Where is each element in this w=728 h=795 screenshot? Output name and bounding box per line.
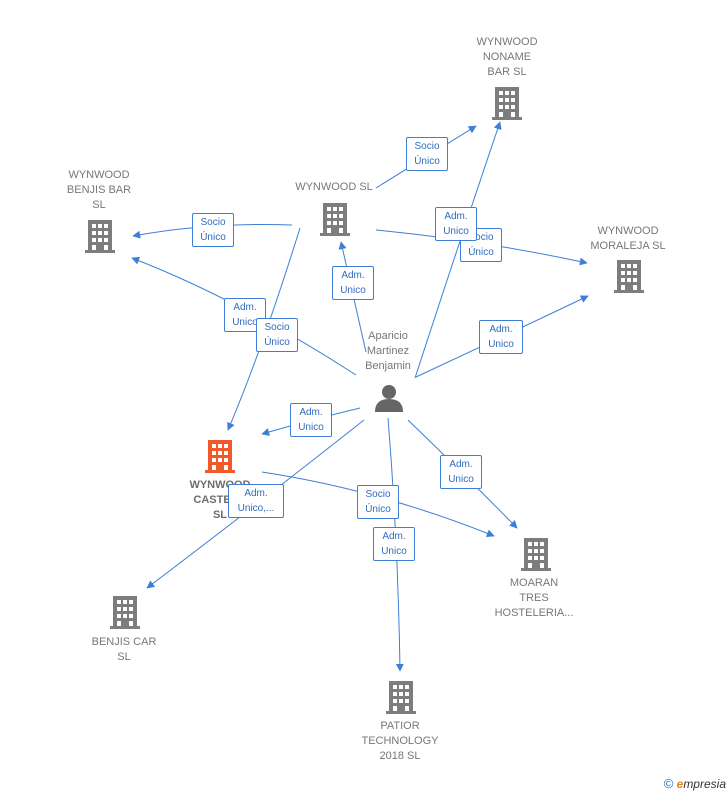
node-label-moaran[interactable]: MOARAN TRES HOSTELERIA... bbox=[494, 577, 574, 619]
building-icon-focus[interactable] bbox=[205, 440, 235, 473]
footer-brand[interactable]: © empresia bbox=[664, 776, 726, 791]
node-label-wynwood-noname-bar[interactable]: WYNWOOD NONAME BAR SL bbox=[476, 36, 538, 78]
building-icon[interactable] bbox=[521, 538, 551, 571]
edge-label-adm-unico-etc[interactable]: Adm.Unico,... bbox=[228, 484, 284, 518]
building-icon[interactable] bbox=[85, 220, 115, 253]
node-label-patior[interactable]: PATIOR TECHNOLOGY 2018 SL bbox=[361, 720, 439, 762]
edge-label-adm-unico[interactable]: Adm.Unico bbox=[479, 320, 523, 354]
node-icons bbox=[85, 87, 644, 714]
brand-logo-initial: e bbox=[676, 777, 684, 791]
node-label-wynwood-benjis-bar[interactable]: WYNWOOD BENJIS BAR SL bbox=[66, 169, 132, 211]
building-icon[interactable] bbox=[614, 260, 644, 293]
edge-label-adm-unico[interactable]: Adm.Unico bbox=[440, 455, 482, 489]
brand-logo-text: mpresia bbox=[683, 777, 726, 791]
building-icon[interactable] bbox=[110, 596, 140, 629]
edge-label-adm-unico[interactable]: Adm.Unico bbox=[290, 403, 332, 437]
edge-label-adm-unico[interactable]: Adm.Unico bbox=[373, 527, 415, 561]
building-icon[interactable] bbox=[320, 203, 350, 236]
node-label-benjis-car[interactable]: BENJIS CAR SL bbox=[91, 636, 157, 663]
building-icon[interactable] bbox=[492, 87, 522, 120]
copyright-icon: © bbox=[663, 776, 674, 791]
node-label-wynwood-moraleja[interactable]: WYNWOOD MORALEJA SL bbox=[590, 225, 666, 252]
edge-label-adm-unico[interactable]: Adm.Unico bbox=[435, 207, 477, 241]
edge-line-e4 bbox=[414, 121, 502, 379]
edge-label-adm-unico[interactable]: Adm.Unico bbox=[332, 266, 374, 300]
person-icon[interactable] bbox=[375, 385, 403, 412]
node-label-aparicio[interactable]: Aparicio Martinez Benjamin bbox=[365, 330, 411, 372]
building-icon[interactable] bbox=[386, 681, 416, 714]
node-label-wynwood-sl[interactable]: WYNWOOD SL bbox=[295, 181, 373, 193]
